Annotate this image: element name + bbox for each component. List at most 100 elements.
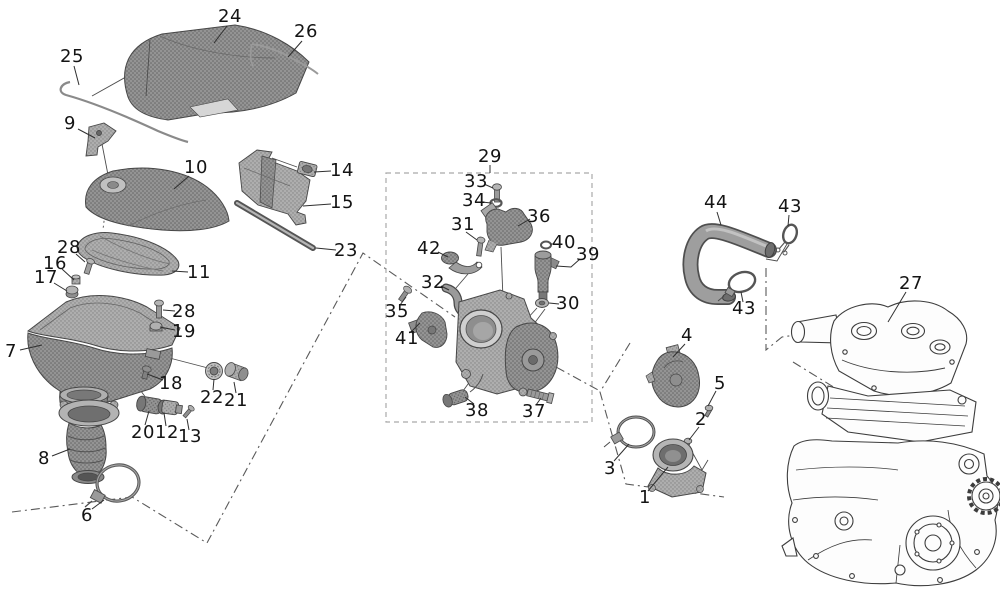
part-label-38: 38 xyxy=(465,400,489,421)
leader-line-37 xyxy=(535,397,542,406)
leader-line-25 xyxy=(73,65,80,86)
part-label-27: 27 xyxy=(899,273,923,294)
leader-line-39 xyxy=(555,258,581,268)
leader-line-33 xyxy=(483,183,494,189)
spacer-21-drawing xyxy=(224,362,249,382)
leader-line-44 xyxy=(716,211,722,226)
part-label-7: 7 xyxy=(5,341,17,362)
throttle-assembly-group-box xyxy=(385,172,593,423)
oring-40-drawing xyxy=(540,240,552,250)
part-label-29: 29 xyxy=(478,146,502,167)
sensor-12-drawing xyxy=(157,399,183,416)
leader-line-19 xyxy=(159,326,176,331)
leader-line-23 xyxy=(315,247,337,251)
part-label-20: 20 xyxy=(131,422,155,443)
joint-36-drawing xyxy=(480,202,533,253)
part-label-9: 9 xyxy=(64,113,76,134)
bolt-18-drawing xyxy=(141,365,152,380)
sensor-38-drawing xyxy=(442,373,484,408)
leader-line-41 xyxy=(410,322,421,333)
part-label-5: 5 xyxy=(714,373,726,394)
part-label-13: 13 xyxy=(178,426,202,447)
part-label-39: 39 xyxy=(576,244,600,265)
part-label-21: 21 xyxy=(224,390,248,411)
part-label-42: 42 xyxy=(417,238,441,259)
part-label-25: 25 xyxy=(60,46,84,67)
part-label-19: 19 xyxy=(172,321,196,342)
leader-line-13 xyxy=(186,418,190,431)
part-label-6: 6 xyxy=(81,505,93,526)
part-label-31: 31 xyxy=(451,214,475,235)
leader-line-42 xyxy=(437,251,449,258)
leader-line-43 xyxy=(787,214,790,227)
grommet-22-drawing xyxy=(205,362,223,380)
nut-16-drawing xyxy=(71,274,81,285)
part-label-44: 44 xyxy=(704,192,728,213)
part-label-40: 40 xyxy=(552,232,576,253)
part-label-22: 22 xyxy=(200,387,224,408)
throttle-body-drawing xyxy=(455,289,559,397)
part-label-24: 24 xyxy=(218,6,242,27)
screw-28b-drawing xyxy=(154,299,164,319)
screw-37-drawing xyxy=(526,388,555,404)
leader-line-8 xyxy=(51,448,71,457)
leader-line-9 xyxy=(77,128,96,139)
part-label-28: 28 xyxy=(57,237,81,258)
leader-line-3 xyxy=(613,443,630,462)
part-label-32: 32 xyxy=(421,272,445,293)
part-label-33: 33 xyxy=(464,171,488,192)
drain-hose-25-drawing xyxy=(59,80,189,144)
clip-14-drawing xyxy=(297,161,318,178)
leader-line-17 xyxy=(53,282,68,292)
part-label-41: 41 xyxy=(395,328,419,349)
leader-line-7 xyxy=(19,344,43,351)
leader-lines xyxy=(19,25,907,510)
engine-27-drawing xyxy=(781,300,1000,587)
part-label-4: 4 xyxy=(681,325,693,346)
leader-line-11 xyxy=(171,270,189,273)
part-label-16: 16 xyxy=(43,253,67,274)
part-label-23: 23 xyxy=(334,240,358,261)
part-label-2: 2 xyxy=(695,409,707,430)
air-hose-44-drawing xyxy=(682,223,777,305)
leader-line-6 xyxy=(91,499,105,510)
part-label-36: 36 xyxy=(527,206,551,227)
part-label-11: 11 xyxy=(187,262,211,283)
leader-line-15 xyxy=(302,203,332,207)
sensor-arm-42-drawing xyxy=(441,251,483,275)
leader-line-24 xyxy=(213,25,228,44)
leader-line-12 xyxy=(163,412,167,427)
leader-line-1 xyxy=(647,466,669,492)
seal-washer-30-drawing xyxy=(535,298,549,308)
bolt-35-drawing xyxy=(398,285,413,303)
screw-28a-drawing xyxy=(83,258,95,275)
part-label-30: 30 xyxy=(556,293,580,314)
duct-bracket-15-drawing xyxy=(238,149,311,226)
bolt-31-drawing xyxy=(476,236,486,257)
part-label-35: 35 xyxy=(385,301,409,322)
leader-line-14 xyxy=(313,170,332,173)
leader-line-20 xyxy=(144,410,150,426)
intake-boot-1-drawing xyxy=(647,438,707,498)
intake-funnel-8-drawing xyxy=(58,399,120,484)
leader-line-21 xyxy=(233,381,237,394)
grommet-17-drawing xyxy=(65,285,79,299)
leader-line-30 xyxy=(548,302,560,305)
leader-line-43-2 xyxy=(740,291,744,303)
leader-line-16 xyxy=(61,268,75,281)
seal-rod-23-drawing xyxy=(234,200,316,251)
clamp-43b-drawing xyxy=(717,270,757,302)
part-label-3: 3 xyxy=(604,458,616,479)
part-label-43-2: 43 xyxy=(732,298,756,319)
leader-line-18 xyxy=(146,373,164,381)
clamp-43a-drawing xyxy=(775,223,799,256)
leader-line-34 xyxy=(481,201,492,204)
hose-clamp-6-drawing xyxy=(84,463,141,508)
nut-19-drawing xyxy=(149,321,163,332)
part-label-1: 1 xyxy=(639,487,651,508)
leader-line-31 xyxy=(465,231,478,241)
leader-line-27 xyxy=(887,291,907,323)
part-label-12: 12 xyxy=(155,422,179,443)
